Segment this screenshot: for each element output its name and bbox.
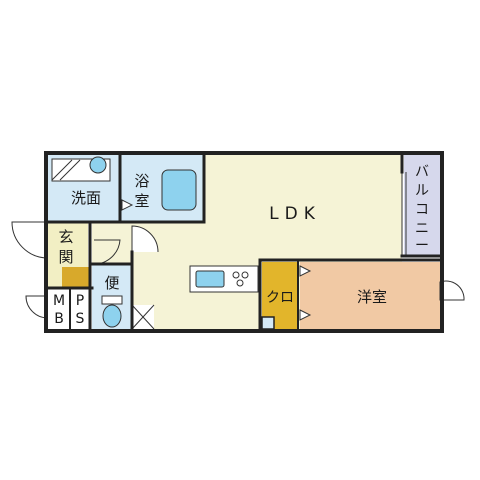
bath-label-2: 室 xyxy=(134,192,149,210)
mb-label-2: B xyxy=(54,311,64,327)
sink-icon xyxy=(89,156,107,174)
stove-icon xyxy=(236,279,244,287)
stove-icon xyxy=(232,271,240,279)
western-room-floor xyxy=(300,262,440,330)
balcony-label-4: ニ xyxy=(415,221,429,237)
toilet-tank xyxy=(101,295,123,305)
mb-label-1: M xyxy=(53,293,65,309)
bath-door-marker xyxy=(121,199,134,211)
entry-label-2: 関 xyxy=(58,248,73,266)
balcony-floor xyxy=(404,153,440,257)
hall-door xyxy=(131,225,159,253)
ps-label-1: P xyxy=(76,293,84,309)
mb-box xyxy=(48,289,70,329)
closet-door-marker xyxy=(299,265,312,277)
toilet-bowl-icon xyxy=(102,304,122,328)
kitchen-sink-icon xyxy=(195,270,225,288)
ldk-label: LDK xyxy=(269,204,321,224)
balcony-label-5: ー xyxy=(415,238,429,254)
ps-box xyxy=(70,289,90,329)
closet-label: クロ xyxy=(266,290,294,306)
toilet-label: 便 xyxy=(104,274,119,292)
ps-label-2: S xyxy=(76,311,85,327)
western-room-label: 洋室 xyxy=(357,288,387,306)
closet-corner-box xyxy=(261,316,275,330)
western-window xyxy=(439,280,465,301)
bathtub-icon xyxy=(161,169,197,211)
balcony-label-2: ル xyxy=(415,183,429,199)
washroom-label: 洗面 xyxy=(71,189,101,207)
front-door xyxy=(11,221,49,259)
closet-door-marker xyxy=(299,309,312,321)
balcony-label-3: コ xyxy=(415,202,429,218)
balcony-label-1: バ xyxy=(415,164,429,180)
bath-label-1: 浴 xyxy=(134,172,149,190)
entry-label-1: 玄 xyxy=(58,228,73,246)
stove-icon xyxy=(241,271,249,279)
entry-mat xyxy=(62,267,90,287)
